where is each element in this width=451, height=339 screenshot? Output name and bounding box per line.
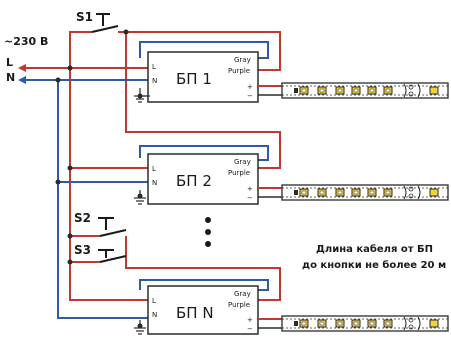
junction-dots (55, 29, 143, 329)
psu-1-terminal-n: N (152, 77, 157, 85)
switch-s2-label: S2 (74, 211, 91, 225)
cut-mark (417, 83, 421, 98)
switch-s3[interactable]: S3 (74, 243, 127, 263)
led-chip-core (369, 190, 375, 195)
line-label: L (6, 56, 13, 69)
voltage-label: ~230 В (4, 35, 48, 48)
psu-2-name: БП 2 (176, 172, 212, 190)
resistor (294, 190, 298, 195)
cut-mark (403, 185, 407, 200)
arrow-left-icon (18, 64, 100, 72)
psu-n-terminal-purple: Purple (228, 301, 250, 309)
solder-pad (408, 186, 414, 192)
psu-1-box (147, 51, 259, 103)
s1-to-psu1 (118, 31, 281, 71)
switch-icon (91, 13, 119, 33)
psu-n-terminal-plus: + (247, 316, 253, 324)
psu-2-terminal-l: L (152, 165, 156, 173)
psu-1-terminal-minus: − (247, 92, 253, 100)
neutral-label: N (6, 71, 15, 84)
control-loop-2 (139, 145, 269, 161)
switch-s2[interactable]: S2 (74, 211, 127, 237)
psu-2-terminal-gray: Gray (234, 158, 251, 166)
solder-pad (408, 84, 414, 90)
led-chip-core (319, 88, 325, 93)
led-chip-core (337, 190, 343, 195)
psu-1-terminal-gray: Gray (234, 56, 251, 64)
cut-mark (417, 316, 421, 331)
ground-icon (134, 190, 146, 205)
control-loop-1 (139, 41, 269, 59)
psu-n-terminal-minus: − (247, 325, 253, 333)
psu-n: L N БП N Gray Purple + − (134, 285, 259, 335)
led-strip-1 (281, 82, 449, 99)
psu-n-terminal-gray: Gray (234, 290, 251, 298)
switch-icon (98, 217, 127, 237)
led-chip-core (301, 321, 307, 326)
psu-1-terminal-plus: + (247, 83, 253, 91)
psu-2-terminal-minus: − (247, 194, 253, 202)
psu-2-terminal-plus: + (247, 185, 253, 193)
switch-s3-label: S3 (74, 243, 91, 257)
resistor (294, 88, 298, 93)
led-chip-core (319, 190, 325, 195)
led-chip-core (369, 321, 375, 326)
neutral-bus (57, 80, 148, 319)
led-chip-core (301, 190, 307, 195)
psu-n-name: БП N (176, 304, 214, 322)
ellipsis-dots-icon (205, 217, 211, 247)
led-chip-core (385, 321, 391, 326)
note-line-1: Длина кабеля от БП (316, 243, 433, 255)
led-chip-core (369, 88, 375, 93)
switch-s1[interactable]: S1 (76, 10, 119, 33)
line-feed-s1 (69, 31, 92, 68)
ground-icon (134, 88, 150, 103)
psu-1: L N БП 1 Gray Purple + − (134, 51, 259, 103)
cut-mark (403, 83, 407, 98)
psu-1-terminal-purple: Purple (228, 67, 250, 75)
note-line-2: до кнопки не более 20 м (302, 259, 446, 271)
led-strip-n (281, 315, 449, 332)
led-chip-core (353, 321, 359, 326)
solder-pad (408, 193, 414, 199)
psu-1-terminal-l: L (152, 63, 156, 71)
led-chip-core (385, 88, 391, 93)
cut-mark (417, 185, 421, 200)
psu-n-box (147, 285, 259, 335)
led-chip-core (353, 190, 359, 195)
psu-n-terminal-l: L (152, 297, 156, 305)
led-strip-2 (281, 184, 449, 201)
switch-s1-label: S1 (76, 10, 93, 24)
solder-pad (408, 317, 414, 323)
led-chip-core (337, 88, 343, 93)
control-loop-n (139, 279, 269, 291)
led-chip (429, 86, 439, 95)
led-chip-core (319, 321, 325, 326)
psu-2-box (147, 153, 259, 205)
psu-2-terminal-purple: Purple (228, 169, 250, 177)
psu-2: L N БП 2 Gray Purple + − (134, 153, 259, 205)
led-chip-core (353, 88, 359, 93)
s2-to-psuN (125, 236, 281, 301)
cut-mark (403, 316, 407, 331)
led-chip-core (337, 321, 343, 326)
psu-1-name: БП 1 (176, 70, 212, 88)
switch-icon (98, 249, 127, 263)
psu-n-terminal-n: N (152, 311, 157, 319)
solder-pad (408, 324, 414, 330)
psu-2-terminal-n: N (152, 179, 157, 187)
led-chip (429, 319, 439, 328)
led-chip (429, 188, 439, 197)
led-chip-core (301, 88, 307, 93)
arrow-left-icon (18, 76, 100, 84)
ground-icon (134, 320, 146, 335)
line-bus (69, 68, 148, 301)
led-chip-core (385, 190, 391, 195)
resistor (294, 321, 298, 326)
s1-to-psu2 (125, 32, 281, 169)
solder-pad (408, 91, 414, 97)
